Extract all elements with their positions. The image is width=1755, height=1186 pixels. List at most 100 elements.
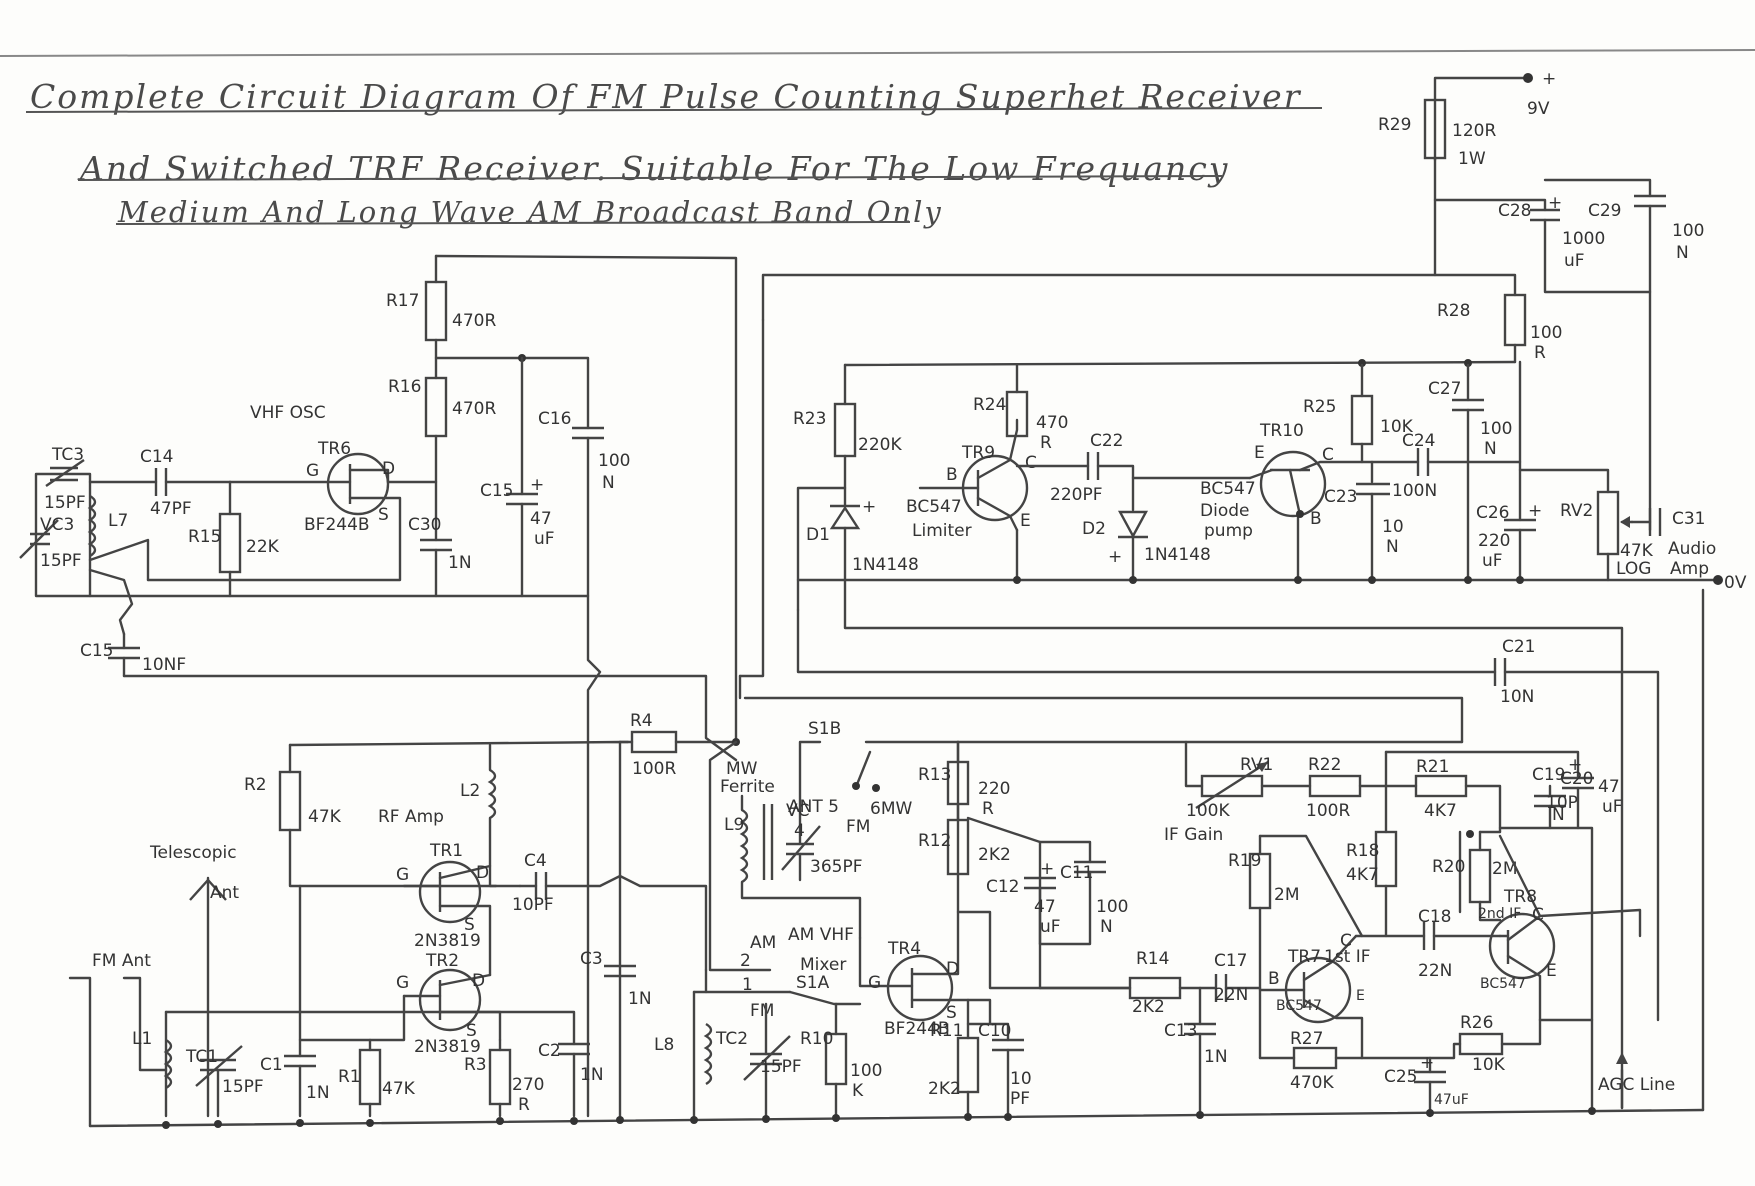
tr2-ref: TR2 [425, 951, 459, 971]
r13-unit: R [982, 799, 994, 819]
fm-pos-label: FM [750, 1001, 774, 1021]
fm-ant-label: FM Ant [92, 951, 151, 971]
switch-pos-2: 2 [740, 951, 751, 971]
r27-ref: R27 [1290, 1029, 1323, 1049]
agc-label: AGC Line [1598, 1075, 1675, 1095]
audio-amp-label-1: Audio [1668, 539, 1716, 559]
tr4-fet [886, 954, 954, 1022]
vhf-oscillator-section: R17 470R R16 470R C15 + 47 uF C16 100 N … [19, 254, 738, 1118]
c20-unit: uF [1602, 797, 1623, 817]
c10-value: 10 [1010, 1069, 1032, 1089]
c15-plus: + [530, 475, 544, 495]
c22-ref: C22 [1090, 431, 1124, 451]
r15-resistor [218, 512, 242, 574]
c3-value: 1N [628, 989, 652, 1009]
mw-label: MW [726, 759, 758, 779]
ground-label: 0V [1724, 573, 1747, 593]
r11-resistor [956, 1036, 980, 1094]
c13-value: 1N [1204, 1047, 1228, 1067]
tr10-base: B [1310, 509, 1322, 529]
page-top-rule [0, 49, 1755, 57]
l8-ref: L8 [654, 1035, 674, 1055]
l9-ref: L9 [724, 815, 744, 835]
r28-resistor [1503, 293, 1527, 347]
c23-value: 10 [1382, 517, 1404, 537]
tc1-ref: TC1 [185, 1047, 218, 1067]
l7-ref: L7 [108, 511, 128, 531]
c15-value: 47 [530, 509, 552, 529]
tr4-drain: D [946, 959, 959, 979]
tr1-fet [418, 860, 482, 924]
vc3-ref: VC3 [40, 515, 74, 535]
tr2-type: 2N3819 [414, 1037, 481, 1057]
c20-ref: C20 [1560, 769, 1594, 789]
ant-fm-label-2: FM [846, 817, 870, 837]
r14-value: 2K2 [1132, 997, 1165, 1017]
c26-ref: C26 [1476, 503, 1510, 523]
r10-ref: R10 [800, 1029, 833, 1049]
c29-unit: N [1676, 243, 1689, 263]
c12-plus: + [1040, 859, 1054, 879]
r4-value: 100R [632, 759, 676, 779]
r16-ref: R16 [388, 377, 421, 397]
tr10-ref: TR10 [1259, 421, 1304, 441]
r3-resistor [488, 1048, 512, 1106]
c23-ref: C23 [1324, 487, 1358, 507]
r27-value: 470K [1290, 1073, 1334, 1093]
tr10-function-1: Diode [1200, 501, 1249, 521]
tr4-source: S [946, 1003, 957, 1023]
tr9-ref: TR9 [961, 443, 995, 463]
c21-value: 10N [1500, 687, 1534, 707]
l8-coil [703, 1022, 713, 1086]
rv1-ref: RV1 [1240, 755, 1273, 775]
c25-ref: C25 [1384, 1067, 1418, 1087]
tr10-function-2: pump [1204, 521, 1253, 541]
c11-unit: N [1100, 917, 1113, 937]
c23-unit: N [1386, 537, 1399, 557]
r1-value: 47K [382, 1079, 416, 1099]
supply-voltage: 9V [1527, 99, 1550, 119]
c19-value: 10P [1546, 793, 1578, 813]
tr1-gate: G [396, 865, 409, 885]
r1-ref: R1 [338, 1067, 361, 1087]
c11-ref: C11 [1060, 863, 1094, 883]
tr2-source: S [466, 1021, 477, 1041]
c24-ref: C24 [1402, 431, 1436, 451]
c19-ref: C19 [1532, 765, 1566, 785]
vc4-ref: VC [786, 801, 810, 821]
c28-value: 1000 [1562, 229, 1605, 249]
tr9-emitter: E [1020, 511, 1031, 531]
r12-value: 2K2 [978, 845, 1011, 865]
r2-value: 47K [308, 807, 342, 827]
r29-ref: R29 [1378, 115, 1411, 135]
c30-value: 1N [448, 553, 472, 573]
r24-unit: R [1040, 433, 1052, 453]
r26-ref: R26 [1460, 1013, 1493, 1033]
tr10-type: BC547 [1200, 479, 1256, 499]
c2-value: 1N [580, 1065, 604, 1085]
c31-ref: C31 [1672, 509, 1706, 529]
r24-resistor [1005, 390, 1029, 438]
c27-ref: C27 [1428, 379, 1462, 399]
c24-value: 100N [1392, 481, 1437, 501]
mw-switch-label: 6MW [870, 799, 912, 819]
tr7-type: BC547 [1276, 998, 1322, 1014]
tr10-collector: C [1322, 445, 1334, 465]
r23-resistor [833, 402, 857, 458]
l1-coil [163, 1038, 173, 1090]
c4-value: 10PF [512, 895, 554, 915]
r12-resistor [946, 818, 970, 876]
c18-ref: C18 [1418, 907, 1452, 927]
c1-ref: C1 [260, 1055, 283, 1075]
c13-ref: C13 [1164, 1021, 1198, 1041]
tr7-base: B [1268, 969, 1280, 989]
tr1-type: 2N3819 [414, 931, 481, 951]
s1a-ref: S1A [796, 973, 830, 993]
r1-resistor [358, 1048, 382, 1106]
r24-value: 470 [1036, 413, 1068, 433]
r25-ref: R25 [1303, 397, 1336, 417]
c28-unit: uF [1564, 251, 1585, 271]
c10-ref: C10 [978, 1021, 1012, 1041]
tr1-drain: D [476, 863, 489, 883]
r14-resistor [1128, 976, 1182, 1000]
